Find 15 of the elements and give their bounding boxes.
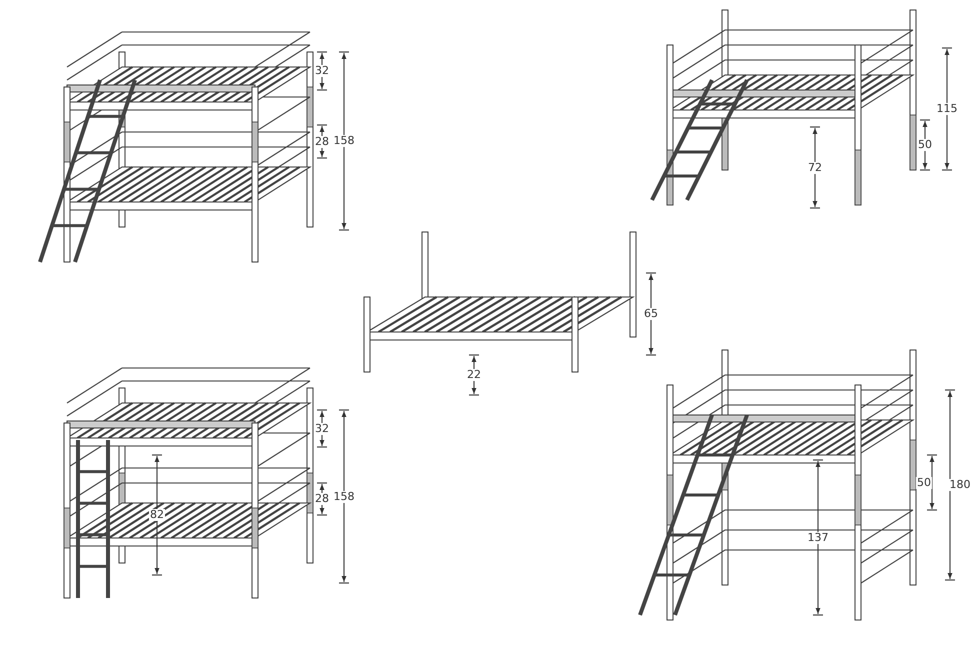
- dimension-label: 50: [916, 476, 932, 488]
- dimension-label: 180: [948, 479, 972, 491]
- dimension-label: 22: [466, 369, 482, 381]
- dimension-label: 72: [807, 162, 823, 174]
- dimension-label: 50: [917, 139, 933, 151]
- dimension-label: 28: [314, 493, 330, 505]
- dimension-label: 137: [806, 532, 830, 544]
- dimension-label: 65: [643, 308, 659, 320]
- dimension-label: 158: [332, 490, 356, 502]
- dimension-label: 158: [332, 135, 356, 147]
- dimension-label: 82: [149, 509, 165, 521]
- dimension-label: 28: [314, 136, 330, 148]
- dimension-label: 32: [314, 65, 330, 77]
- dimension-label: 32: [314, 422, 330, 434]
- dimension-label: 115: [936, 103, 958, 115]
